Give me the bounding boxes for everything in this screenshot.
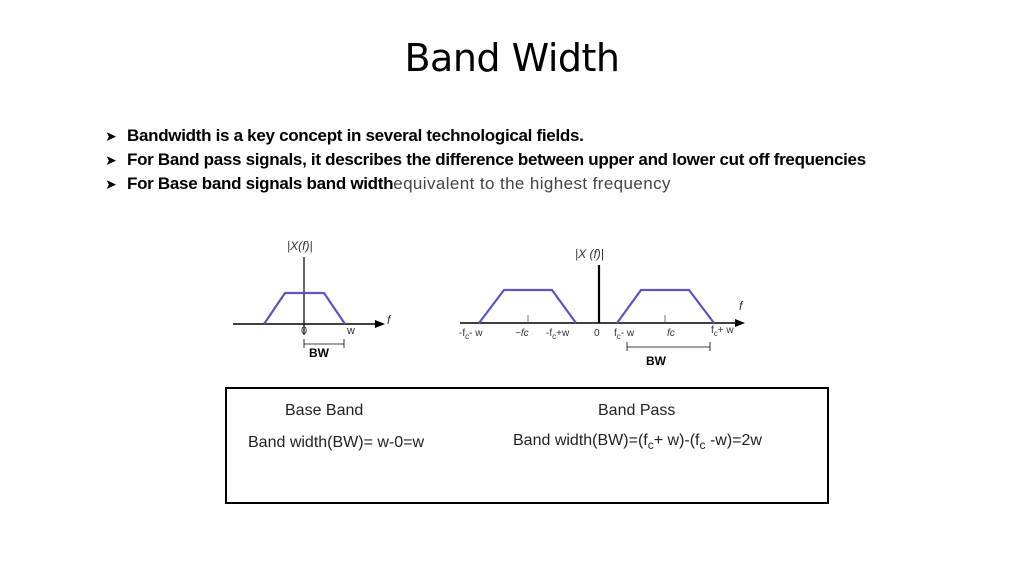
base-band-formula: Band width(BW)= w-0=w	[248, 434, 425, 451]
tick-w: w	[346, 325, 355, 337]
tick-neg-fc-minus-w: -fc- w	[459, 328, 483, 341]
bullet-list: ➤ Bandwidth is a key concept in several …	[105, 124, 866, 196]
bullet-item: ➤ For Band pass signals, it describes th…	[105, 148, 866, 172]
bullet-text-normal: equivalent to the highest frequency	[393, 174, 671, 193]
arrow-bullet-icon: ➤	[105, 152, 117, 168]
tick-neg-fc: −fc	[515, 328, 529, 339]
baseband-trapezoid	[263, 291, 346, 325]
x-axis-arrowhead	[735, 319, 745, 327]
x-axis-label: f	[387, 313, 392, 327]
bw-label: BW	[646, 354, 667, 368]
tick-pos-fc: fc	[667, 328, 675, 339]
y-axis-label: |X (f)|	[575, 247, 604, 261]
bandwidth-summary-box: Base Band Band width(BW)= w-0=w Band Pas…	[225, 387, 829, 504]
positive-band-trapezoid	[616, 288, 715, 324]
tick-pos-fc-minus-w: fc- w	[614, 328, 635, 341]
bullet-text: For Base band signals band width	[127, 174, 394, 193]
bullet-text: For Band pass signals, it describes the …	[127, 150, 866, 169]
tick-zero: 0	[594, 328, 600, 339]
baseband-spectrum-diagram: |X(f)| f 0 w BW	[233, 239, 392, 360]
slide-title: Band Width	[404, 36, 620, 80]
bullet-item: ➤ For Base band signals band width equiv…	[105, 172, 866, 196]
bw-label: BW	[309, 346, 330, 360]
band-pass-formula: Band width(BW)=(fc+ w)-(fc -w)=2w	[513, 432, 762, 453]
arrow-bullet-icon: ➤	[105, 176, 117, 192]
x-axis-arrowhead	[375, 320, 385, 328]
x-axis-label: f	[739, 299, 744, 313]
bullet-text: Bandwidth is a key concept in several te…	[127, 126, 584, 145]
tick-neg-fc-plus-w: -fc+w	[546, 328, 570, 341]
arrow-bullet-icon: ➤	[105, 128, 117, 144]
base-band-heading: Base Band	[285, 402, 364, 419]
tick-zero: 0	[301, 325, 307, 337]
bullet-item: ➤ Bandwidth is a key concept in several …	[105, 124, 866, 148]
tick-pos-fc-plus-w: fc+ w	[711, 325, 734, 338]
band-pass-heading: Band Pass	[598, 402, 676, 419]
negative-band-trapezoid	[478, 288, 577, 324]
y-axis-label: |X(f)|	[287, 239, 313, 253]
bandpass-spectrum-diagram: |X (f)| f -fc- w −fc -fc+w 0 fc- w fc fc…	[459, 247, 745, 368]
